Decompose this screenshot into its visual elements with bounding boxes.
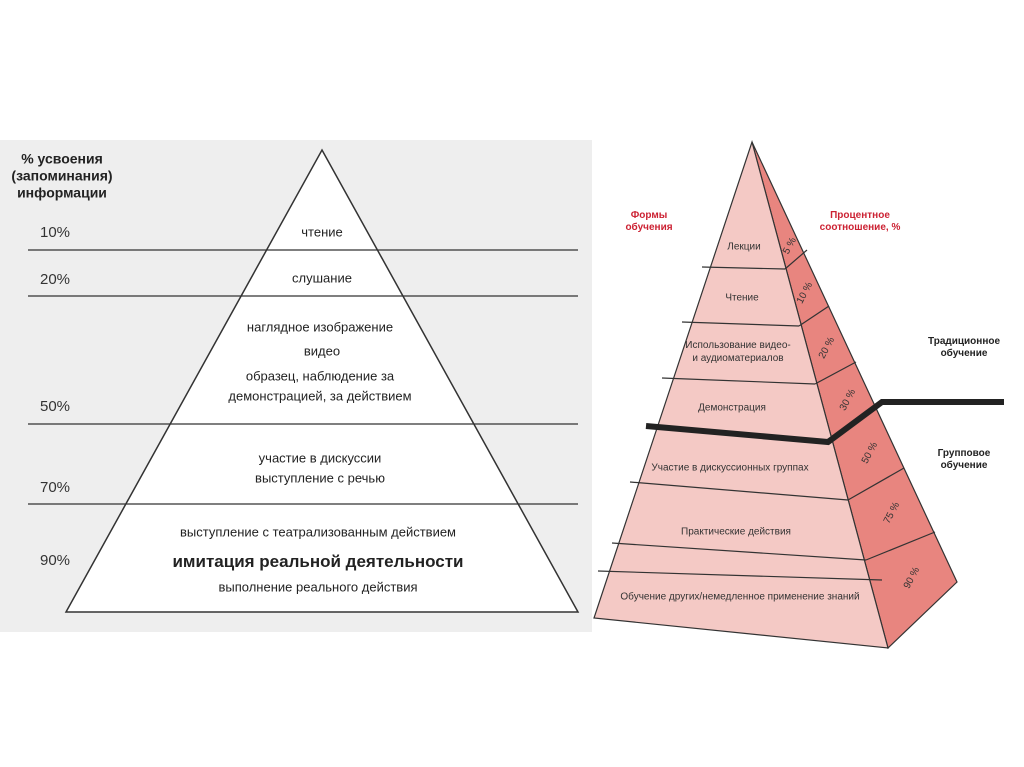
right-level-discussion: Участие в дискуссионных группах — [651, 462, 809, 474]
right-divider-7 — [597, 570, 883, 581]
right-level-practice: Практические действия — [681, 526, 791, 538]
right-side-divider-1 — [784, 249, 808, 270]
right-side-divider-5 — [847, 467, 905, 501]
left-pct-50: 50% — [40, 398, 71, 415]
right-divider-2 — [681, 321, 800, 327]
left-pct-10: 10% — [40, 224, 71, 241]
right-pyramid-front-face — [593, 140, 889, 649]
left-level-real-action: выполнение реального действия — [218, 579, 418, 595]
right-pyramid-drawing — [593, 140, 1004, 650]
left-level-visual: наглядное изображение — [246, 319, 394, 335]
right-side-divider-2 — [798, 305, 830, 327]
right-header-forms: Формы обучения — [625, 210, 673, 233]
right-divider-3 — [661, 377, 816, 385]
right-traditional-label: Традиционное обучение — [927, 336, 1001, 359]
right-level-lectures: Лекции — [727, 241, 761, 253]
left-level-reading: чтение — [301, 224, 343, 240]
right-thick-separator — [645, 399, 1004, 446]
left-level-listening: слушание — [292, 270, 352, 286]
left-pct-90: 90% — [40, 552, 71, 569]
right-level-av: Использование видео- и аудиоматериалов — [685, 340, 791, 364]
left-level-demo-1: образец, наблюдение за — [245, 368, 395, 384]
left-level-demo-2: демонстрацией, за действием — [228, 388, 412, 404]
right-header-percent: Процентное соотношение, % — [819, 210, 901, 233]
left-pyramid-panel: % усвоения (запоминания) информации 10% … — [0, 140, 592, 632]
left-level-video: видео — [303, 343, 341, 359]
left-pct-70: 70% — [40, 479, 71, 496]
right-level-demo: Демонстрация — [698, 402, 766, 414]
left-level-discussion: участие в дискуссии — [258, 450, 382, 466]
left-pyramid-drawing — [28, 148, 580, 613]
left-level-imitation: имитация реальной деятельности — [172, 552, 464, 571]
left-level-speech: выступление с речью — [255, 470, 385, 486]
left-axis-title: % усвоения (запоминания) информации — [11, 150, 113, 201]
right-divider-5 — [629, 481, 849, 501]
right-level-teaching: Обучение других/немедленное применение з… — [620, 591, 860, 603]
right-divider-6 — [611, 542, 867, 561]
right-group-label: Групповое обучение — [937, 448, 991, 471]
right-level-reading: Чтение — [725, 292, 759, 304]
right-side-divider-3 — [814, 361, 857, 385]
left-pyramid-outline — [64, 148, 580, 613]
left-level-theatre: выступление с театрализованным действием — [180, 524, 456, 540]
left-pct-20: 20% — [40, 271, 71, 288]
right-side-divider-6 — [865, 531, 936, 561]
right-divider-1 — [701, 266, 786, 270]
right-pyramid-panel: Формы обучения Процентное соотношение, %… — [592, 140, 1024, 670]
